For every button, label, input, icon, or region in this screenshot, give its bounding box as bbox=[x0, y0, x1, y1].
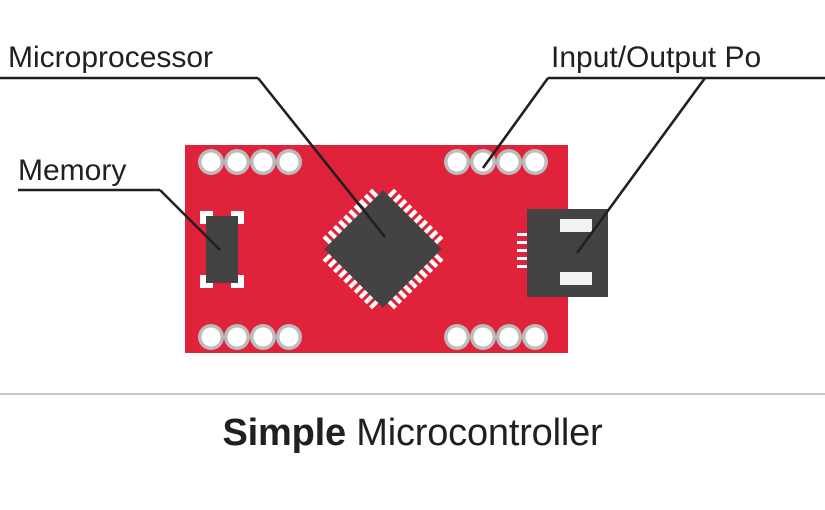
header-pad bbox=[525, 327, 545, 347]
io-port-trace bbox=[517, 265, 529, 268]
microprocessor-chip bbox=[322, 188, 444, 310]
mcu-pin bbox=[418, 269, 428, 279]
mcu-pin bbox=[322, 235, 332, 245]
io-port-trace bbox=[517, 257, 529, 260]
io-port-slot-top bbox=[560, 219, 592, 232]
callout-microprocessor: Microprocessor bbox=[0, 41, 387, 238]
figure-caption-rest: Microcontroller bbox=[345, 412, 603, 454]
io-port-slot-bottom bbox=[560, 272, 592, 285]
mcu-pin bbox=[363, 294, 374, 305]
mcu-pin bbox=[327, 258, 338, 269]
callout-label-microprocessor: Microprocessor bbox=[8, 41, 213, 74]
top-header-right bbox=[444, 149, 548, 175]
mcu-pin bbox=[369, 188, 379, 198]
mcu-pin bbox=[358, 289, 369, 300]
header-pads bbox=[198, 149, 548, 350]
mcu-pin bbox=[338, 219, 348, 229]
mcu-pin bbox=[369, 300, 379, 310]
mcu-pin bbox=[343, 274, 353, 284]
io-port-trace bbox=[517, 233, 529, 236]
mcu-pin bbox=[387, 188, 397, 198]
mcu-pin bbox=[418, 219, 428, 229]
mcu-pin bbox=[413, 214, 423, 224]
mcu-pin bbox=[423, 263, 434, 274]
callout-leader-microprocessor bbox=[256, 77, 387, 238]
callout-leader-io-ports-left bbox=[481, 77, 550, 169]
header-pad bbox=[201, 152, 221, 172]
mcu-pin bbox=[397, 198, 408, 209]
mcu-pin bbox=[343, 214, 353, 224]
header-pad bbox=[525, 152, 545, 172]
mcu-pin bbox=[392, 193, 403, 204]
figure-caption-bold: Simple bbox=[222, 412, 347, 454]
mcu-pin bbox=[413, 274, 423, 284]
mcu-pin bbox=[403, 204, 413, 214]
top-header-left bbox=[198, 149, 302, 175]
figure-caption: Simple Microcontroller bbox=[0, 412, 825, 455]
mcu-pin bbox=[348, 279, 358, 289]
mcu-pin bbox=[353, 284, 363, 294]
header-pad bbox=[227, 327, 247, 347]
callout-io-ports: Input/Output Po bbox=[481, 41, 825, 254]
memory-chip-body bbox=[206, 216, 238, 283]
header-pad bbox=[499, 327, 519, 347]
mcu-pin bbox=[348, 209, 358, 219]
header-pad bbox=[279, 152, 299, 172]
header-pad bbox=[227, 152, 247, 172]
mcu-pin bbox=[363, 193, 374, 204]
pcb-board bbox=[185, 145, 608, 353]
memory-chip bbox=[200, 211, 244, 288]
header-pad bbox=[447, 327, 467, 347]
callout-memory: Memory bbox=[18, 154, 221, 251]
mcu-pin bbox=[428, 229, 439, 240]
bottom-header-right bbox=[444, 324, 548, 350]
header-pad bbox=[279, 327, 299, 347]
mcu-pin bbox=[408, 209, 418, 219]
io-port-connector bbox=[517, 209, 608, 297]
callout-leader-io-ports-right bbox=[575, 77, 707, 254]
microprocessor-rotation bbox=[322, 188, 444, 310]
mcu-pin bbox=[434, 235, 444, 245]
mcu-body bbox=[324, 190, 442, 308]
mcu-pin bbox=[434, 253, 444, 263]
mcu-pin bbox=[408, 279, 418, 289]
mcu-pin bbox=[322, 253, 332, 263]
mcu-pin bbox=[397, 289, 408, 300]
mcu-pin bbox=[338, 269, 348, 279]
callout-label-memory: Memory bbox=[18, 154, 126, 187]
mcu-pin bbox=[358, 198, 369, 209]
mcu-pin bbox=[423, 224, 434, 235]
header-pad bbox=[447, 152, 467, 172]
header-pad bbox=[253, 152, 273, 172]
io-port-traces bbox=[517, 233, 529, 268]
header-pad bbox=[499, 152, 519, 172]
callout-leader-memory bbox=[159, 189, 221, 251]
header-pad bbox=[473, 152, 493, 172]
mcu-pin bbox=[387, 300, 397, 310]
mcu-pin bbox=[353, 204, 363, 214]
header-pad bbox=[201, 327, 221, 347]
mcu-pin bbox=[428, 258, 439, 269]
mcu-pin bbox=[403, 284, 413, 294]
mcu-pin bbox=[392, 294, 403, 305]
header-pad bbox=[253, 327, 273, 347]
mcu-pin bbox=[332, 224, 343, 235]
io-port-trace bbox=[517, 241, 529, 244]
io-port-trace bbox=[517, 249, 529, 252]
mcu-pin bbox=[327, 229, 338, 240]
bottom-header-left bbox=[198, 324, 302, 350]
callout-label-io-ports: Input/Output Po bbox=[551, 41, 761, 74]
mcu-pin bbox=[332, 263, 343, 274]
header-pad bbox=[473, 327, 493, 347]
